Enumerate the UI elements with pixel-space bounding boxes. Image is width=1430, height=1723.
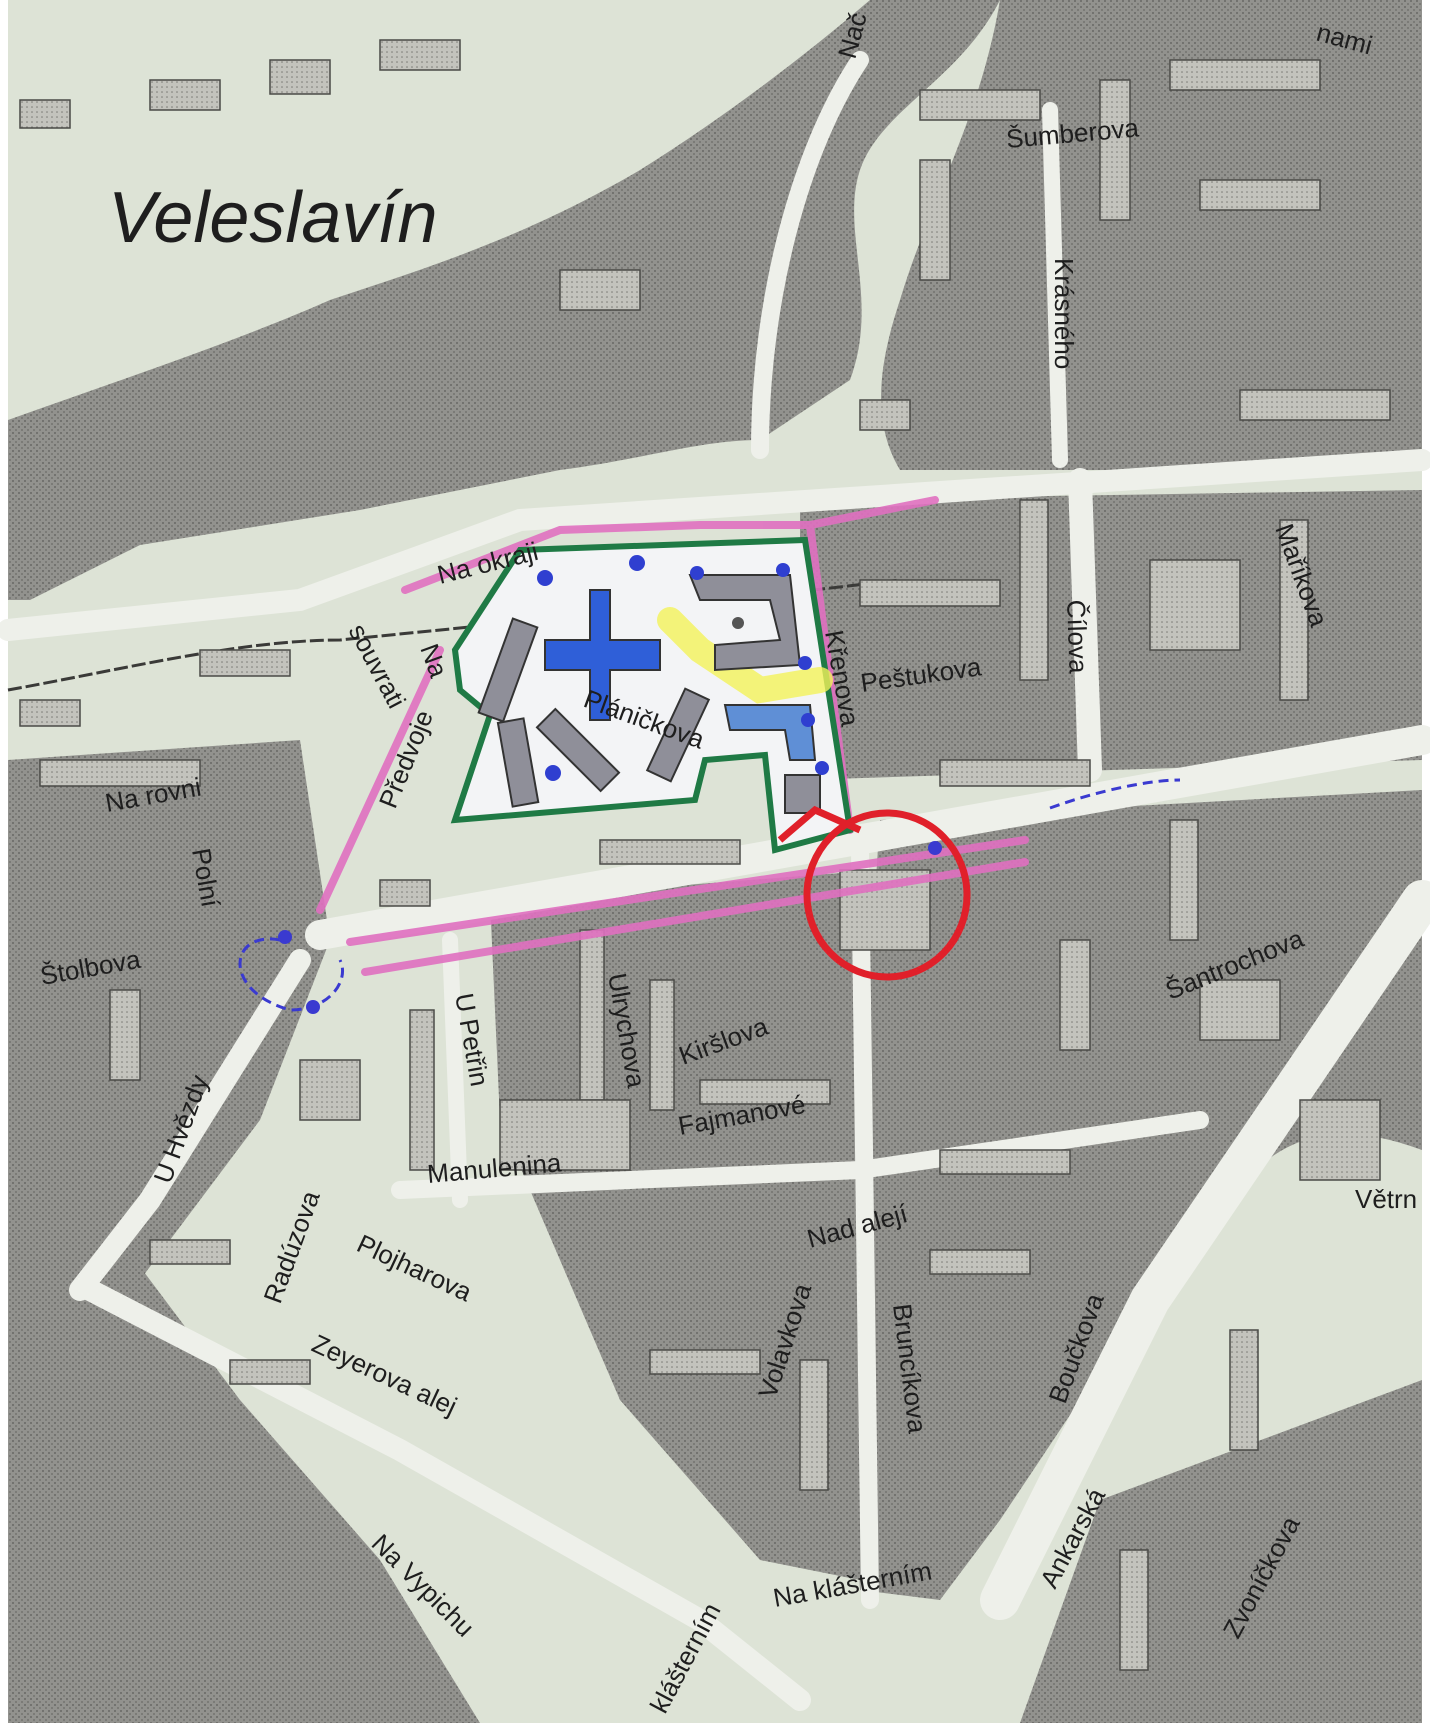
site-building-cross bbox=[544, 589, 661, 721]
site-building-wing bbox=[723, 704, 817, 761]
building bbox=[299, 1059, 361, 1121]
building bbox=[1299, 1099, 1381, 1181]
site-marker bbox=[629, 555, 645, 571]
building bbox=[859, 399, 911, 431]
site-marker bbox=[690, 566, 704, 580]
site-building-diagonal bbox=[535, 707, 621, 793]
building bbox=[1099, 79, 1131, 221]
site-marker bbox=[776, 563, 790, 577]
roundabout-dot bbox=[278, 930, 292, 944]
building bbox=[269, 59, 331, 95]
dark-area-east-block bbox=[800, 490, 1422, 780]
road-north-bend bbox=[751, 51, 869, 459]
roundabout-dot bbox=[928, 841, 942, 855]
building bbox=[1279, 519, 1309, 701]
highlight-evropska-south bbox=[361, 858, 1029, 976]
building bbox=[929, 1249, 1031, 1275]
road-krasneho bbox=[1042, 102, 1068, 468]
red-circle bbox=[803, 809, 971, 981]
site-buildings bbox=[477, 574, 821, 814]
building bbox=[599, 839, 741, 865]
site-building-west bbox=[477, 617, 539, 723]
highlight-evropska-north bbox=[346, 836, 1029, 946]
building bbox=[39, 759, 201, 787]
building bbox=[579, 929, 605, 1101]
railway bbox=[7, 578, 901, 692]
road-ankarska bbox=[980, 880, 1430, 1620]
road-main-east-west bbox=[0, 449, 1430, 641]
building bbox=[919, 89, 1041, 121]
street-label-cilova: Čílova bbox=[1061, 599, 1094, 674]
building bbox=[1199, 179, 1321, 211]
street-label-vetrn: Větrn bbox=[1355, 1184, 1417, 1214]
buildings bbox=[19, 39, 1391, 1671]
dark-area-southwest-strip bbox=[8, 1240, 480, 1723]
road-petrin bbox=[442, 932, 468, 1208]
building bbox=[19, 699, 81, 727]
building bbox=[379, 39, 461, 71]
building bbox=[149, 1239, 231, 1265]
district-label: Veleslavín bbox=[108, 178, 438, 258]
road-evropska bbox=[305, 725, 1430, 950]
roundabout bbox=[238, 778, 1181, 1014]
highlight-predvoje bbox=[316, 646, 444, 914]
blue-dashed-east bbox=[1049, 778, 1181, 810]
road-u-hvezdy bbox=[69, 949, 311, 1301]
site-marker bbox=[537, 570, 553, 586]
building bbox=[199, 649, 291, 677]
dark-area-west bbox=[8, 740, 330, 1380]
building bbox=[1119, 1549, 1149, 1671]
site-building-c-shape bbox=[688, 574, 802, 672]
red-location-marker bbox=[777, 805, 971, 981]
building bbox=[149, 79, 221, 111]
site-markers bbox=[537, 555, 829, 781]
street-label-krasneho: Krásného bbox=[1049, 258, 1079, 369]
building bbox=[649, 979, 675, 1111]
roundabout-dot bbox=[306, 1000, 320, 1014]
building bbox=[409, 1009, 435, 1171]
site-marker bbox=[798, 656, 812, 670]
site-marker bbox=[801, 713, 815, 727]
building bbox=[1199, 979, 1281, 1041]
building bbox=[1239, 389, 1391, 421]
building bbox=[649, 1349, 761, 1375]
building bbox=[939, 1149, 1071, 1175]
building bbox=[1169, 819, 1199, 941]
building bbox=[19, 99, 71, 129]
site-marker bbox=[545, 765, 561, 781]
roundabout-dashed-loop bbox=[238, 937, 344, 1012]
site-building-southwest bbox=[496, 717, 540, 808]
building bbox=[1059, 939, 1091, 1051]
building bbox=[919, 159, 951, 281]
site-marker bbox=[815, 761, 829, 775]
red-arrow bbox=[777, 805, 862, 843]
building bbox=[799, 1359, 829, 1491]
building bbox=[1229, 1329, 1259, 1451]
building bbox=[699, 1079, 831, 1105]
building bbox=[939, 759, 1091, 787]
site-building-south bbox=[645, 687, 711, 783]
building bbox=[379, 879, 431, 907]
building bbox=[1019, 499, 1049, 681]
building bbox=[1149, 559, 1241, 651]
building bbox=[559, 269, 641, 311]
highlight-na-okraji bbox=[401, 496, 939, 594]
building bbox=[1169, 59, 1321, 91]
building bbox=[109, 989, 141, 1081]
road-cilova bbox=[1068, 468, 1102, 782]
building bbox=[499, 1099, 631, 1171]
building bbox=[859, 579, 1001, 607]
site-marker bbox=[732, 617, 744, 629]
building bbox=[229, 1359, 311, 1385]
dark-area-north-river bbox=[8, 0, 1000, 600]
